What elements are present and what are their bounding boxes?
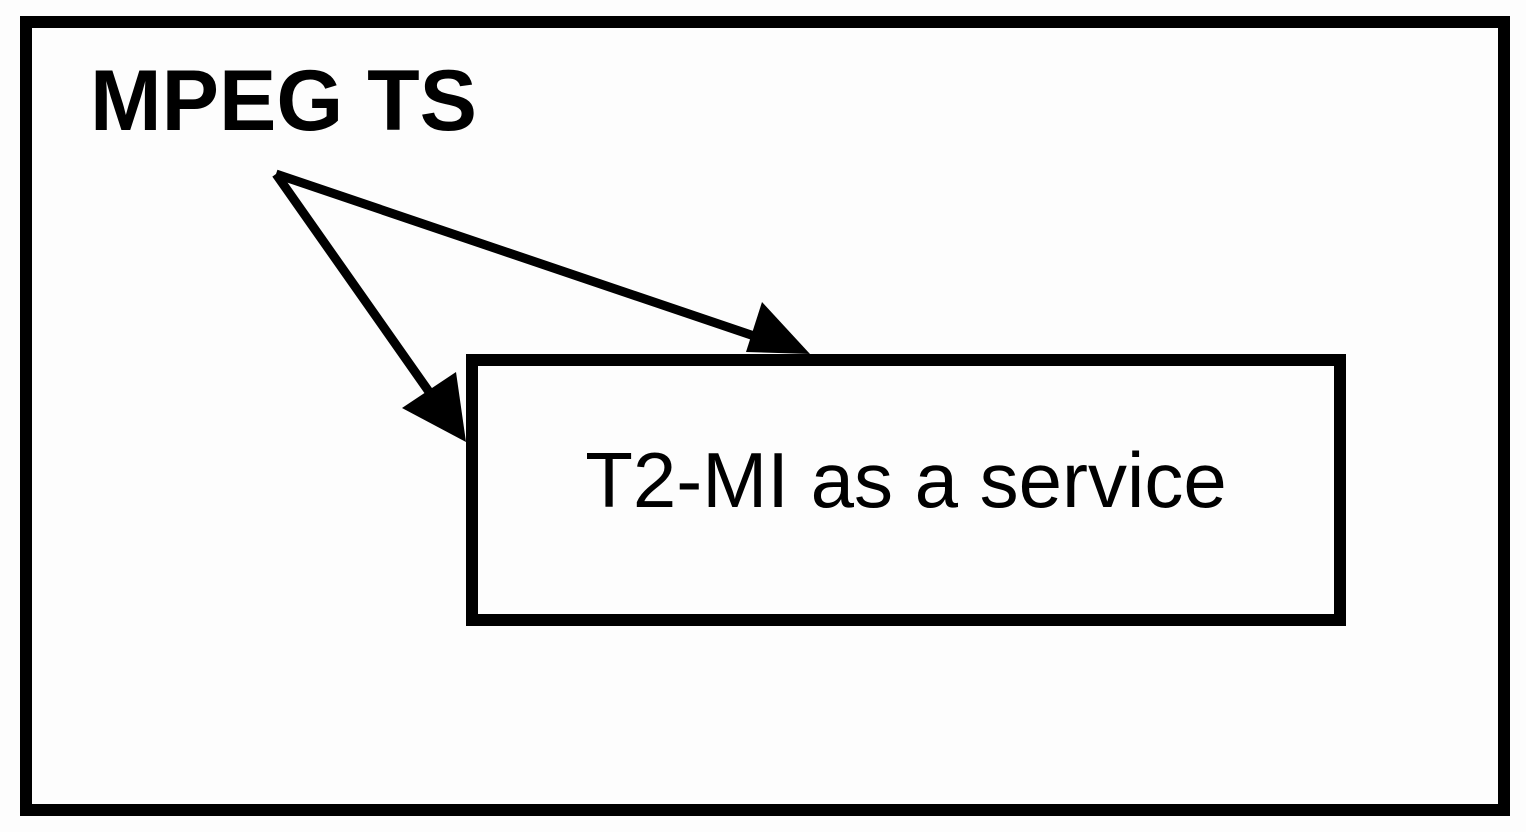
t2mi-service-node-box xyxy=(466,354,1346,626)
arrowhead-top xyxy=(746,302,810,354)
arrowhead-left xyxy=(402,372,466,442)
container-title: MPEG TS xyxy=(90,53,477,149)
arrow-line-left xyxy=(272,171,436,399)
arrow-line-top xyxy=(274,169,762,343)
node-label: T2-MI as a service xyxy=(585,436,1226,524)
mpeg-ts-container-box xyxy=(20,16,1510,816)
